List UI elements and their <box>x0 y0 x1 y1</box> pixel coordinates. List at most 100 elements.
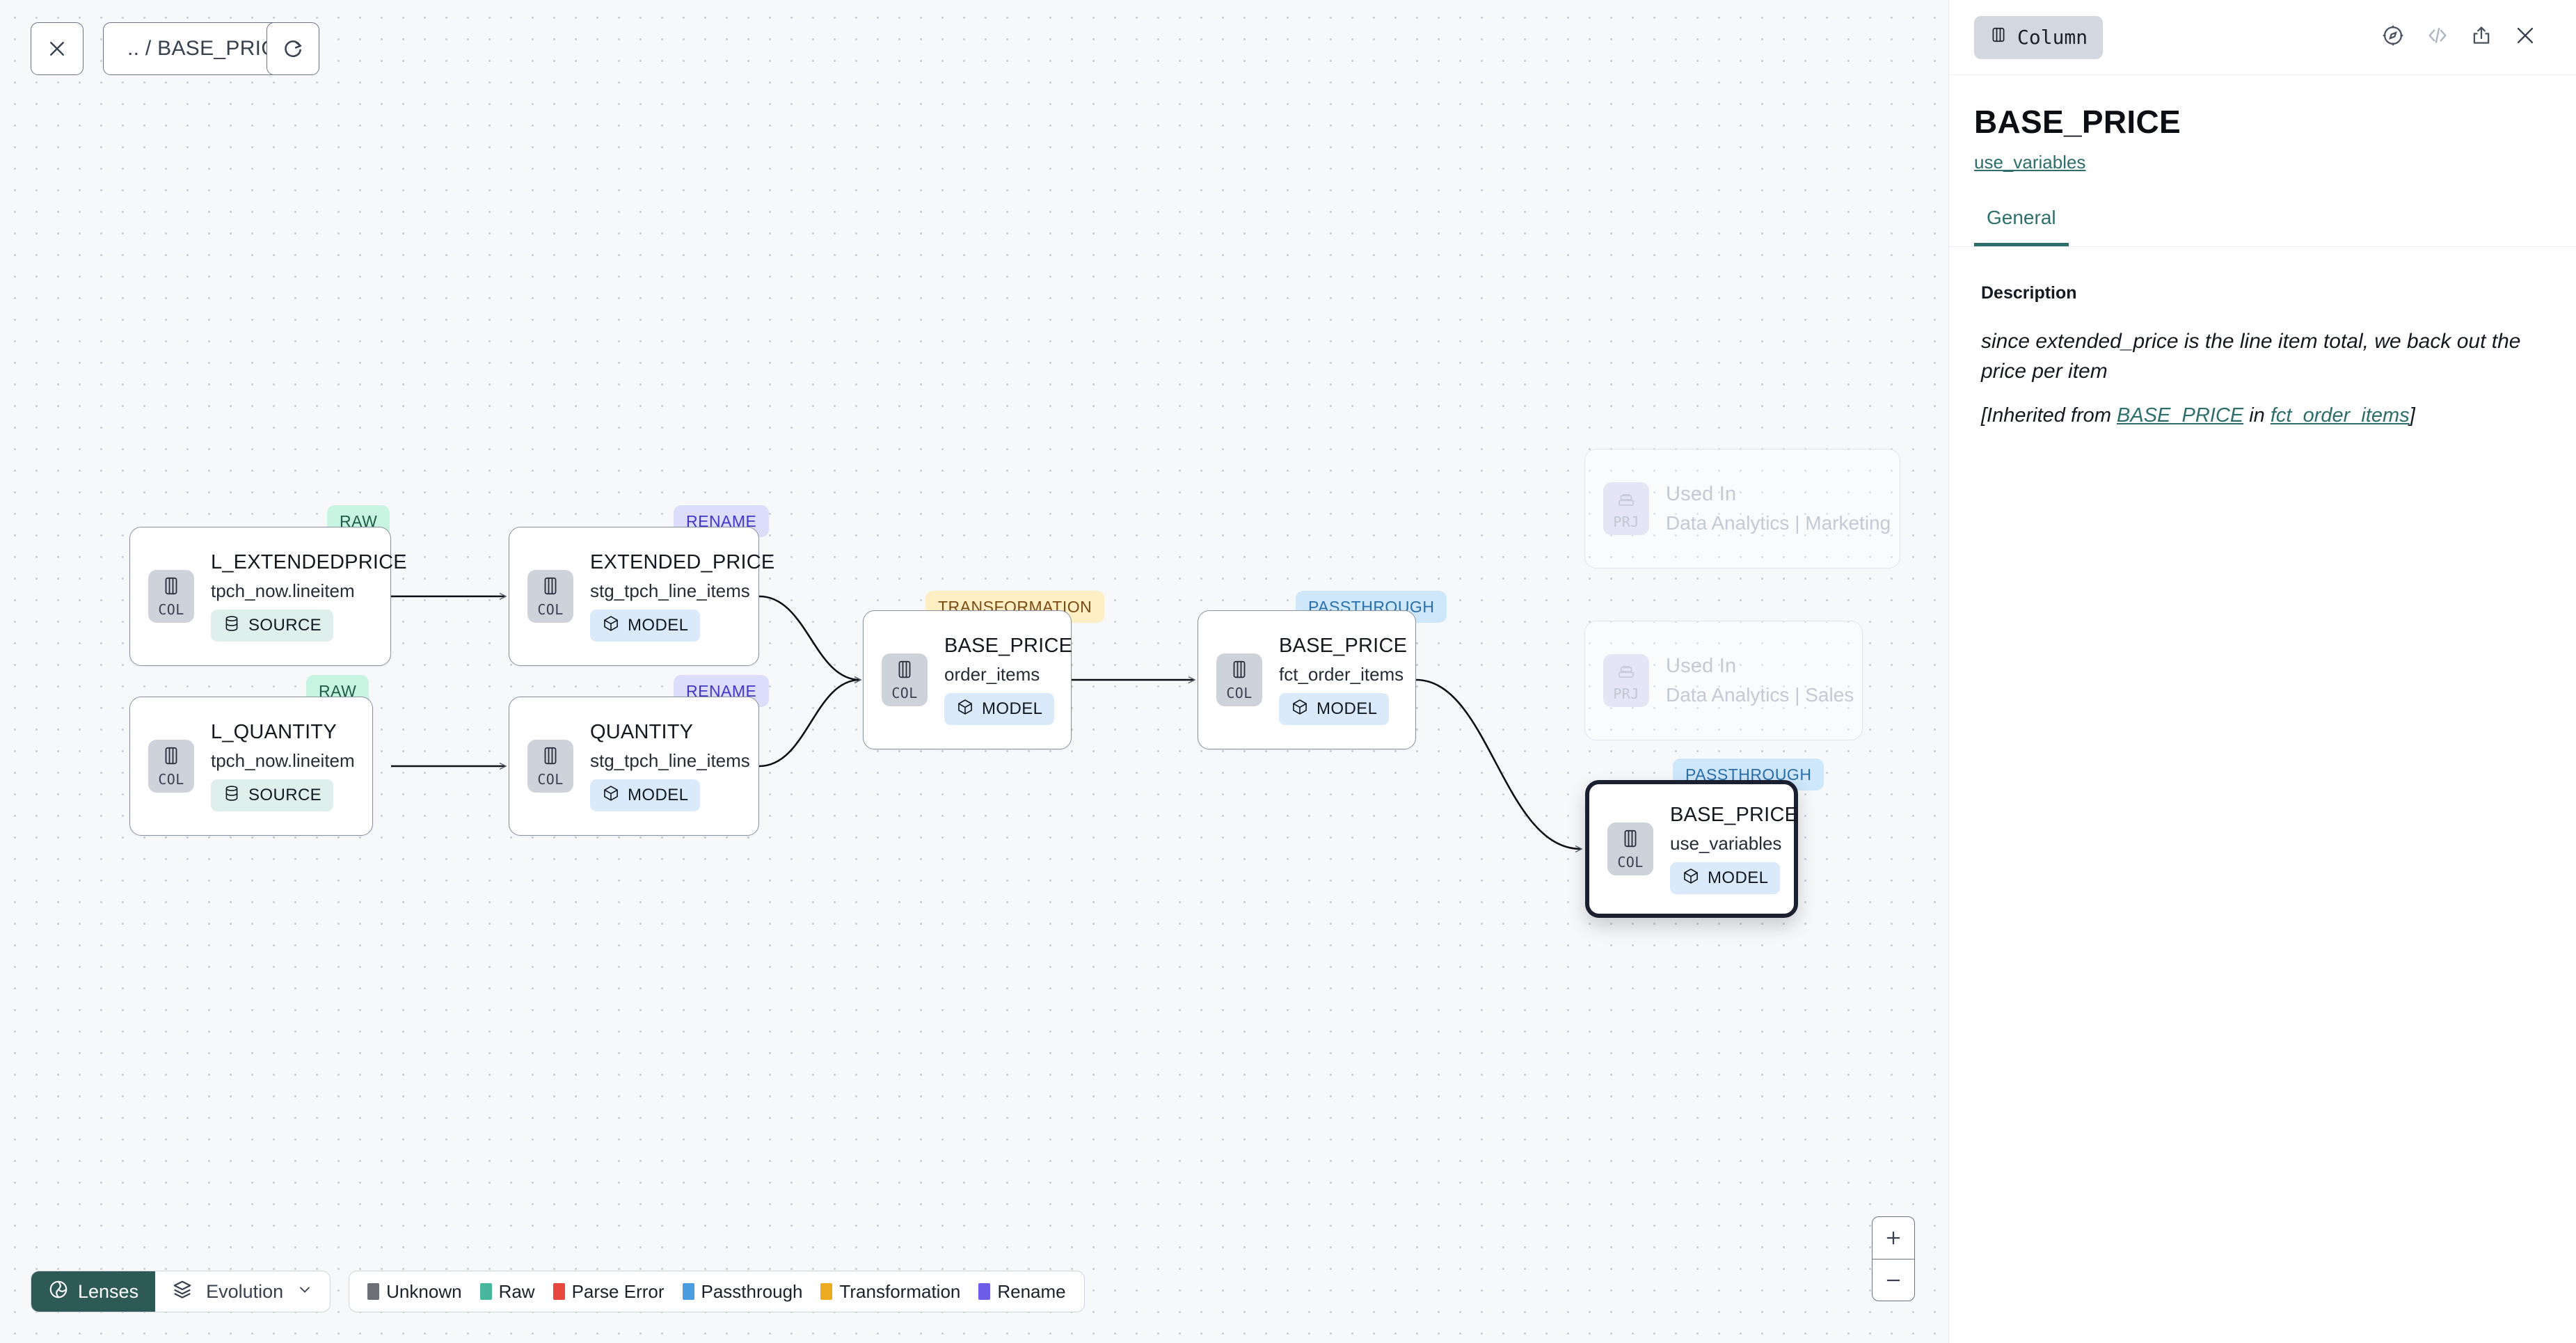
evolution-label: Evolution <box>206 1280 284 1302</box>
node-subtitle: use_variables <box>1670 833 1782 854</box>
column-icon <box>540 575 561 600</box>
close-icon[interactable] <box>2513 24 2537 51</box>
panel-actions <box>2381 24 2537 51</box>
lenses-button[interactable]: Lenses <box>31 1271 156 1312</box>
legend-label: Transformation <box>839 1280 961 1302</box>
legend-swatch <box>820 1283 833 1300</box>
evolution-dropdown[interactable]: Evolution <box>155 1271 330 1312</box>
refresh-button[interactable] <box>267 22 319 75</box>
database-icon <box>223 784 241 807</box>
column-icon <box>894 659 915 683</box>
node-pill-label: SOURCE <box>248 786 322 804</box>
lens-controls: Lenses Evolution <box>31 1271 331 1312</box>
zoom-out-button[interactable] <box>1873 1259 1914 1301</box>
column-icon <box>1620 828 1641 852</box>
lineage-canvas[interactable]: .. / BASE_PRICE <box>0 0 1948 1343</box>
inherited-middle: in <box>2243 404 2271 427</box>
zoom-controls <box>1872 1216 1915 1301</box>
node-kind-badge: COL <box>527 740 573 793</box>
node-title: BASE_PRICE <box>1279 635 1408 657</box>
node-kind-label: COL <box>537 601 564 618</box>
share-icon[interactable] <box>2470 24 2492 50</box>
node-subtitle: fct_order_items <box>1279 664 1404 685</box>
node-title: BASE_PRICE <box>944 635 1073 657</box>
node-kind-label: COL <box>537 770 564 788</box>
legend-label: Rename <box>997 1280 1066 1302</box>
node-pill-source: SOURCE <box>211 779 334 811</box>
node-title: QUANTITY <box>590 721 694 743</box>
description-section: Description since extended_price is the … <box>1949 247 2576 427</box>
column-icon <box>161 575 182 600</box>
inherited-prefix: [Inherited from <box>1981 404 2117 427</box>
chevron-down-icon <box>296 1281 313 1303</box>
close-graph-button[interactable] <box>31 22 84 75</box>
entity-type-label: Column <box>2017 26 2088 49</box>
node-pill-model: MODEL <box>1279 693 1390 725</box>
node-kind-label: PRJ <box>1613 685 1639 702</box>
column-icon <box>1229 659 1250 683</box>
legend-label: Parse Error <box>571 1280 665 1302</box>
node-used-in-label: Used In <box>1666 483 1737 505</box>
node-kind-label: PRJ <box>1613 513 1639 530</box>
inherited-model-link[interactable]: fct_order_items <box>2270 404 2410 427</box>
compass-icon[interactable] <box>2381 24 2405 51</box>
node-kind-badge: PRJ <box>1603 482 1649 535</box>
parent-model-link[interactable]: use_variables <box>1974 152 2086 173</box>
layers-icon <box>172 1279 193 1305</box>
node-kind-badge: COL <box>148 570 194 623</box>
node-kind-badge: PRJ <box>1603 654 1649 707</box>
inherited-column-link[interactable]: BASE_PRICE <box>2117 404 2244 427</box>
column-icon <box>1989 26 2007 49</box>
node-subtitle: stg_tpch_line_items <box>590 750 750 771</box>
legend-swatch <box>552 1283 565 1300</box>
node-subtitle: tpch_now.lineitem <box>211 580 355 601</box>
legend-item[interactable]: Rename <box>978 1280 1066 1303</box>
legend-label: Unknown <box>386 1280 462 1302</box>
lenses-label: Lenses <box>78 1280 139 1302</box>
legend-label: Passthrough <box>701 1280 803 1302</box>
node-used-in-label: Used In <box>1666 655 1737 677</box>
column-icon <box>540 745 561 770</box>
panel-tabs: General <box>1949 207 2576 247</box>
node-kind-badge: COL <box>882 653 928 706</box>
legend-swatch <box>682 1283 694 1300</box>
inherited-suffix: ] <box>2409 404 2415 427</box>
description-label: Description <box>1981 283 2077 303</box>
legend-item[interactable]: Parse Error <box>552 1280 665 1303</box>
aperture-icon <box>48 1279 69 1305</box>
legend-item[interactable]: Transformation <box>820 1281 960 1303</box>
node-title: L_EXTENDEDPRICE <box>211 551 407 573</box>
code-icon[interactable] <box>2426 24 2449 51</box>
close-icon <box>47 38 67 59</box>
node-kind-badge: COL <box>527 570 573 623</box>
cube-icon <box>602 784 620 807</box>
column-icon <box>161 745 182 770</box>
node-title: L_QUANTITY <box>211 721 337 743</box>
legend-item[interactable]: Raw <box>479 1280 535 1303</box>
tab-general[interactable]: General <box>1974 207 2069 246</box>
refresh-icon <box>282 38 304 60</box>
node-pill-model: MODEL <box>944 693 1055 725</box>
legend-label: Raw <box>498 1280 535 1302</box>
zoom-in-button[interactable] <box>1873 1217 1914 1259</box>
node-pill-label: MODEL <box>982 699 1043 718</box>
legend-item[interactable]: Unknown <box>367 1280 462 1303</box>
legend-item[interactable]: Passthrough <box>682 1280 803 1303</box>
